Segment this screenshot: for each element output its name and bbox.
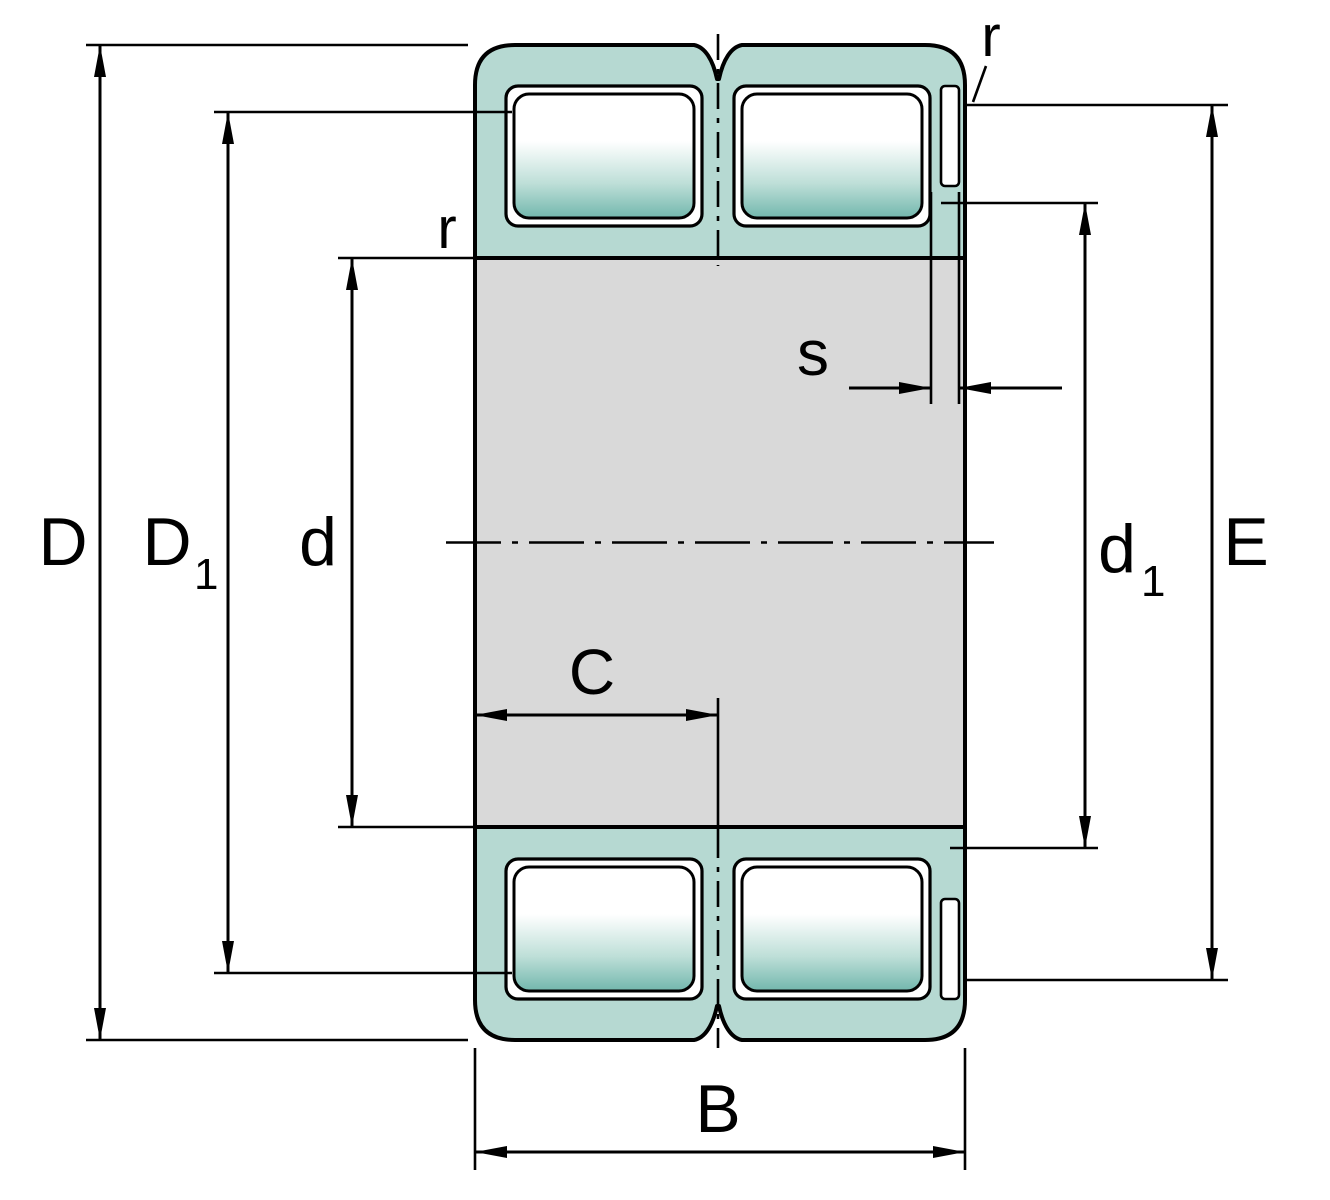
label-D1: D	[142, 504, 191, 580]
label-s: s	[797, 317, 829, 389]
roller-bottom-right	[740, 865, 924, 993]
label-d1: d	[1098, 511, 1136, 587]
dimension-d	[338, 256, 475, 829]
bearing-body	[473, 43, 967, 1042]
label-D: D	[38, 504, 87, 580]
dimension-D1	[214, 110, 512, 975]
label-r-outer: r	[981, 4, 1000, 69]
dimension-E	[967, 103, 1228, 982]
label-d1-subscript: 1	[1141, 557, 1165, 606]
label-r-inner: r	[437, 196, 456, 261]
dimension-B	[473, 1048, 967, 1170]
label-D1-subscript: 1	[194, 550, 218, 599]
dimension-D	[86, 43, 468, 1042]
label-d: d	[299, 504, 337, 580]
dimension-d1	[941, 201, 1098, 850]
dimension-C	[475, 698, 720, 832]
snap-ring-groove-top	[939, 84, 961, 188]
leader-line-r-outer	[971, 65, 988, 103]
label-B: B	[695, 1071, 740, 1147]
centerlines	[446, 34, 994, 1048]
roller-top-right	[740, 92, 924, 220]
dimension-s	[849, 192, 1062, 404]
dimension-labels: D D 1 d d 1 E B C s r r	[38, 4, 1268, 1147]
snap-ring-groove-bottom	[939, 897, 961, 1001]
roller-top-left	[512, 92, 696, 220]
roller-bottom-left	[512, 865, 696, 993]
label-E: E	[1223, 504, 1268, 580]
label-C: C	[569, 636, 615, 708]
